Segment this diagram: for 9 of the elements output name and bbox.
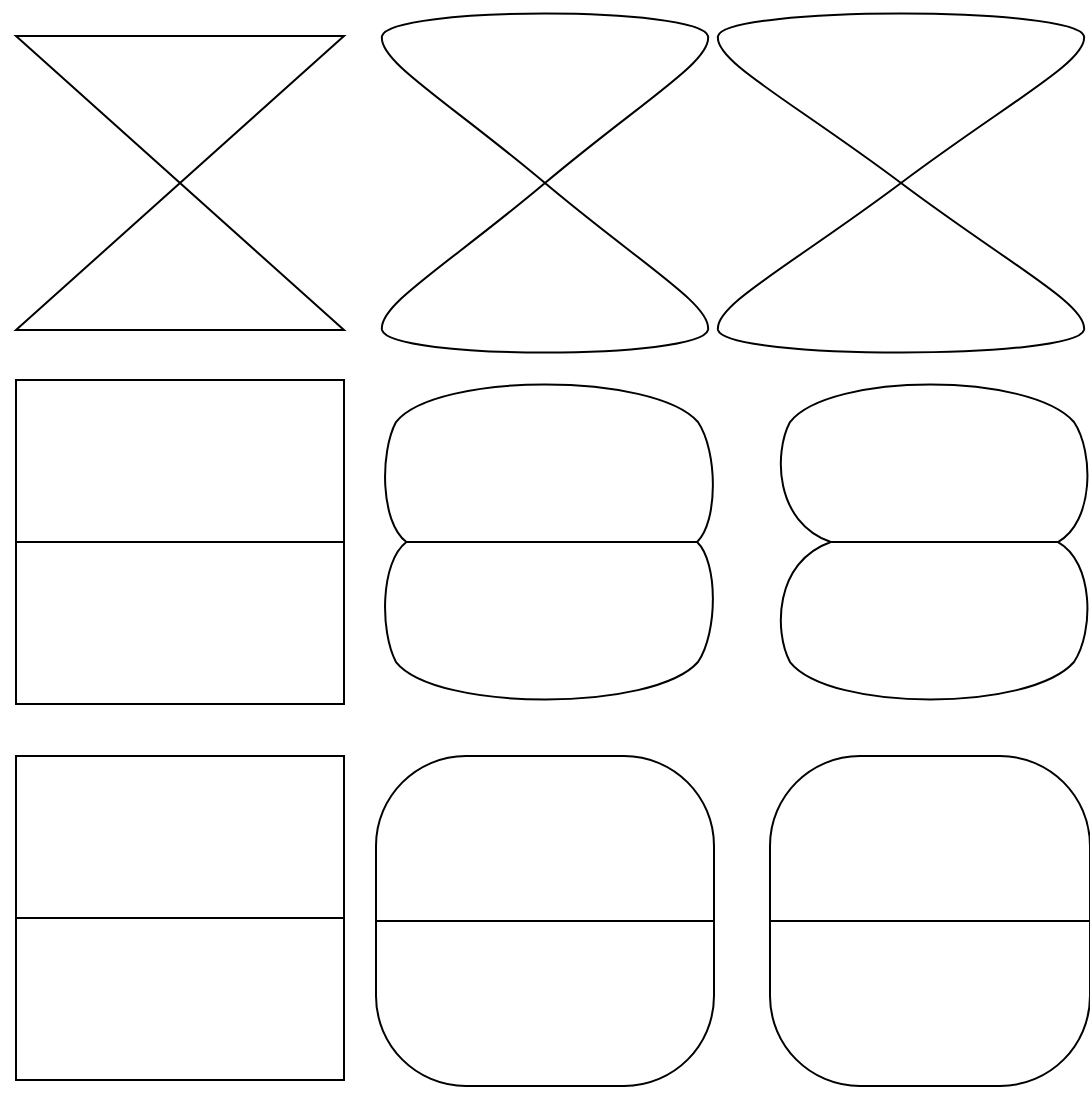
split-rounded-square-drawing — [375, 755, 715, 1087]
split-lobes-drawing — [779, 383, 1089, 701]
figure-eight-drawing — [717, 12, 1085, 354]
split-rectangle-drawing — [15, 379, 345, 705]
hourglass-drawing — [13, 35, 347, 331]
split-rounded-square-drawing — [769, 755, 1090, 1087]
figure-eight-drawing — [381, 12, 709, 354]
split-lobes-drawing — [384, 383, 714, 701]
split-rectangle-drawing — [15, 755, 345, 1081]
